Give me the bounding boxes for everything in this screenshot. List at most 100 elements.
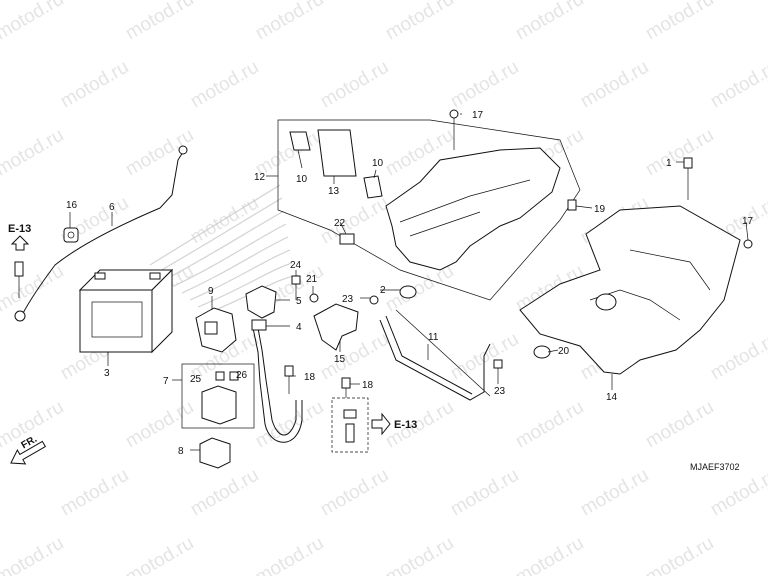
part-label-9: 9 xyxy=(208,286,214,297)
watermark-text: motod.ru xyxy=(707,57,768,113)
watermark-text: motod.ru xyxy=(382,0,457,44)
watermark-text: motod.ru xyxy=(512,0,587,44)
watermark-text: motod.ru xyxy=(577,465,652,521)
terminal-cover-5 xyxy=(245,285,277,319)
bracket-15 xyxy=(313,303,359,351)
watermark-text: motod.ru xyxy=(252,533,327,576)
rubber-2 xyxy=(399,285,417,299)
ref-label-left: E-13 xyxy=(8,223,31,235)
watermark-text: motod.ru xyxy=(0,261,67,317)
part-label-21: 21 xyxy=(306,274,318,285)
watermark-text: motod.ru xyxy=(0,193,2,249)
part-label-10a: 10 xyxy=(296,174,308,185)
battery xyxy=(78,268,174,354)
part-label-14: 14 xyxy=(606,392,618,403)
battery-tray xyxy=(385,109,561,271)
part-label-2: 2 xyxy=(380,285,386,296)
watermark-text: motod.ru xyxy=(0,533,67,576)
diagram-code: MJAEF3702 xyxy=(690,462,740,472)
part-label-17a: 17 xyxy=(472,110,484,121)
part-label-12: 12 xyxy=(254,172,266,183)
bolt-18a xyxy=(284,365,294,394)
under-cover-14 xyxy=(519,157,753,375)
relay-8 xyxy=(199,437,231,469)
watermark-text: motod.ru xyxy=(447,329,522,385)
part-label-1: 1 xyxy=(666,158,672,169)
part-label-22: 22 xyxy=(334,218,346,229)
fuse-holder xyxy=(331,397,369,453)
watermark-text: motod.ru xyxy=(187,193,262,249)
watermark-text: motod.ru xyxy=(57,465,132,521)
watermark-text: motod.ru xyxy=(447,57,522,113)
part-label-11: 11 xyxy=(428,332,439,343)
watermark-text: motod.ru xyxy=(317,465,392,521)
watermark-text: motod.ru xyxy=(57,57,132,113)
relay-box-7 xyxy=(181,363,255,429)
bolt-23b xyxy=(493,359,503,380)
part-label-4: 4 xyxy=(296,322,302,333)
ref-label-right: E-13 xyxy=(394,419,417,431)
ref-arrow-left xyxy=(10,235,30,251)
leader-lines xyxy=(69,113,749,451)
part-label-6: 6 xyxy=(109,202,115,213)
grommet-20 xyxy=(533,345,551,359)
watermark-text: motod.ru xyxy=(122,397,197,453)
fr-arrow: FR. xyxy=(10,434,47,465)
part-label-20: 20 xyxy=(558,346,570,357)
watermark-text: motod.ru xyxy=(382,261,457,317)
pad-10b xyxy=(363,175,383,199)
bolt-19 xyxy=(567,199,577,211)
starter-relay xyxy=(195,307,237,353)
part-label-13: 13 xyxy=(328,186,340,197)
part-label-25: 25 xyxy=(190,374,202,385)
negative-cable xyxy=(14,145,188,322)
watermark-text: motod.ru xyxy=(0,465,2,521)
watermark-text: motod.ru xyxy=(252,397,327,453)
watermark-text: motod.ru xyxy=(187,465,262,521)
watermark-text: motod.ru xyxy=(642,0,717,44)
part-label-15: 15 xyxy=(334,354,346,365)
part-label-24: 24 xyxy=(290,260,302,271)
ref-arrow-right xyxy=(371,412,391,436)
bolt-23a xyxy=(369,295,379,305)
part-label-3: 3 xyxy=(104,368,110,379)
battery-box-group xyxy=(277,119,581,301)
part-label-10b: 10 xyxy=(372,158,384,169)
sheet-13 xyxy=(317,129,357,177)
stay-11 xyxy=(379,309,491,401)
watermark-text: motod.ru xyxy=(122,533,197,576)
watermark-text: motod.ru xyxy=(0,57,2,113)
part-label-26: 26 xyxy=(236,370,248,381)
watermark-text: motod.ru xyxy=(707,465,768,521)
watermark-text: motod.ru xyxy=(512,397,587,453)
watermark-text: motod.ru xyxy=(252,0,327,44)
part-label-5: 5 xyxy=(296,296,302,307)
watermark-text: motod.ru xyxy=(707,329,768,385)
part-label-17b: 17 xyxy=(742,216,754,227)
part-label-23a: 23 xyxy=(342,294,354,305)
watermark-text: motod.ru xyxy=(512,533,587,576)
watermark-text: motod.ru xyxy=(447,465,522,521)
watermark-text: motod.ru xyxy=(187,57,262,113)
watermark-text: motod.ru xyxy=(382,533,457,576)
bolt-18b xyxy=(341,377,351,398)
part-label-18b: 18 xyxy=(362,380,374,391)
part-label-19: 19 xyxy=(594,204,606,215)
part-label-18a: 18 xyxy=(304,372,316,383)
watermark-text: motod.ru xyxy=(0,125,67,181)
watermark-text: motod.ru xyxy=(642,125,717,181)
part-label-7: 7 xyxy=(163,376,169,387)
watermark-text: motod.ru xyxy=(0,329,2,385)
clamp-16 xyxy=(63,227,79,243)
positive-cable-4 xyxy=(251,319,303,443)
part-label-23b: 23 xyxy=(494,386,506,397)
part-numbers: 1 2 3 4 5 6 7 8 9 10 10 11 12 13 14 15 1… xyxy=(66,110,754,457)
watermark-text: motod.ru xyxy=(317,193,392,249)
watermark-text: motod.ru xyxy=(0,0,67,44)
washer-21 xyxy=(309,293,319,303)
watermark-text: motod.ru xyxy=(577,57,652,113)
watermark-text: motod.ru xyxy=(642,533,717,576)
part-label-16: 16 xyxy=(66,200,78,211)
part-label-8: 8 xyxy=(178,446,184,457)
